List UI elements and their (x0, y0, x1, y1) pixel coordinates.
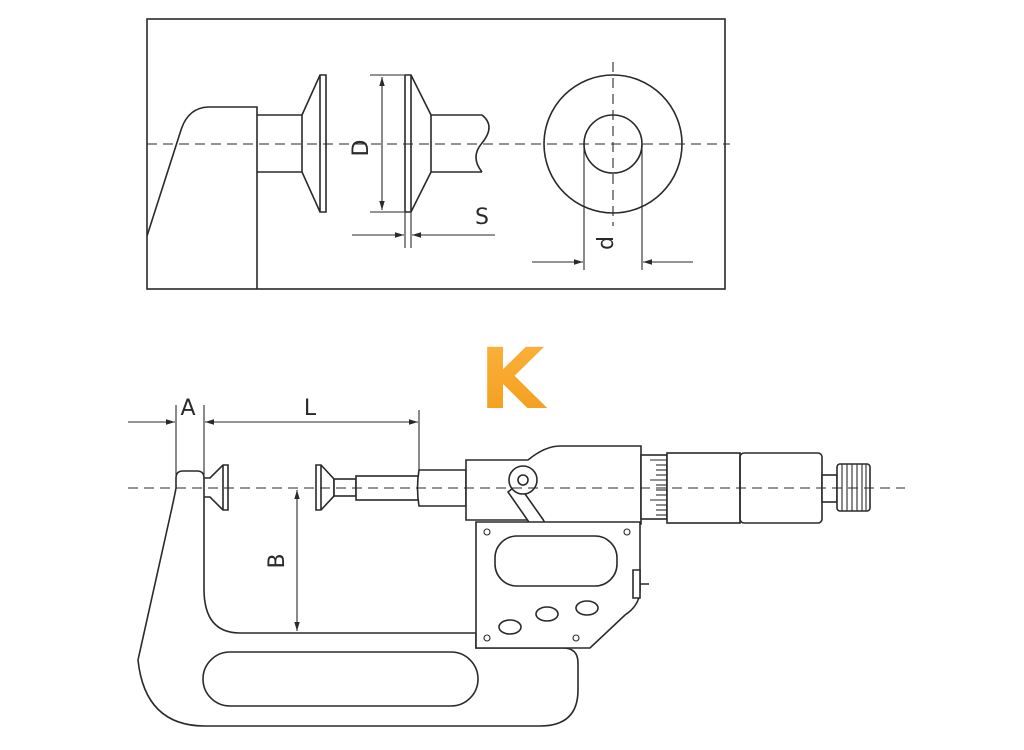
detail-frame (146, 18, 726, 290)
body-housing (465, 445, 642, 525)
button-left[interactable] (498, 619, 522, 635)
lock-lever-pin (517, 474, 529, 486)
thimble-scale-ticks (650, 459, 667, 516)
button-right[interactable] (575, 600, 599, 616)
thimble-ring (640, 454, 668, 520)
dim-label-d-lower: d (594, 236, 619, 250)
dim-label-b: B (265, 553, 290, 568)
detail-view: D S d (146, 18, 730, 290)
display-screen (494, 535, 618, 587)
c-frame-outer (137, 470, 579, 727)
frame-window (202, 651, 479, 707)
dim-label-l: L (304, 396, 317, 421)
k-label: K (479, 330, 547, 428)
panel-screw-3 (483, 634, 491, 642)
panel-screw-4 (572, 634, 580, 642)
dim-label-s: S (475, 205, 489, 230)
anvil-stem (257, 114, 302, 173)
spindle (431, 114, 490, 173)
anvil-body (146, 106, 258, 289)
side-port (632, 569, 649, 599)
panel-screw-1 (483, 528, 491, 536)
left-measuring-face (301, 74, 327, 213)
panel-screw-2 (623, 528, 631, 536)
micrometer-main-view: A L B (128, 396, 905, 727)
dim-label-d-upper: D (349, 140, 374, 157)
dim-label-a: A (180, 396, 195, 421)
button-middle[interactable] (535, 606, 559, 622)
